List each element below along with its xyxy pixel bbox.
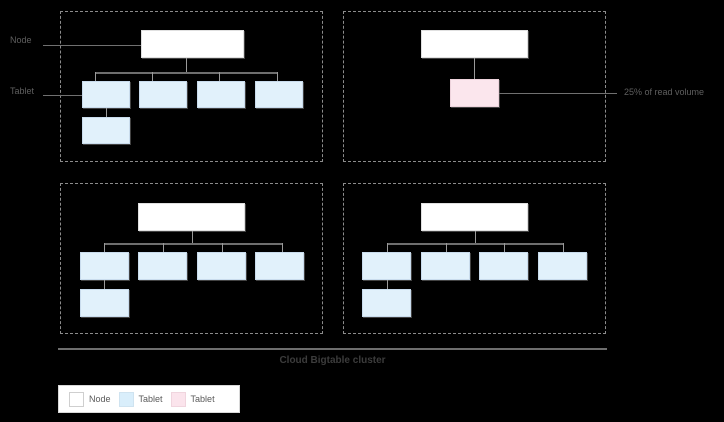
- cluster-caption: Cloud Bigtable cluster: [279, 355, 386, 366]
- legend-swatch-node: [69, 391, 84, 407]
- node-stem-bottom-right: [475, 231, 476, 244]
- tablet-stack-stem-bottom-left: [104, 280, 105, 290]
- tablet-drop-bottom-right-1: [387, 243, 388, 253]
- legend: Node Tablet Tablet: [58, 385, 240, 413]
- quadrant-bottom-left: [60, 183, 323, 334]
- tablet-box-top-left-4[interactable]: [255, 81, 303, 108]
- quadrant-top-right: [343, 11, 606, 162]
- tablet-box-bottom-right-4[interactable]: [538, 252, 587, 280]
- tablet-box-bottom-left-3[interactable]: [197, 252, 246, 280]
- hotspot-callout-label: 25% of read volume: [624, 87, 705, 97]
- tablet-stack-stem-top-left: [106, 108, 107, 118]
- node-callout-line: [43, 45, 141, 46]
- tablet-drop-bottom-left-3: [222, 243, 223, 253]
- tablet-box-bottom-left-4[interactable]: [255, 252, 304, 280]
- legend-swatch-tablet-pink: [170, 391, 186, 407]
- tablet-drop-bottom-left-1: [104, 243, 105, 253]
- tablet-drop-top-left-2: [152, 72, 153, 81]
- tablet-drop-bottom-right-3: [504, 243, 505, 253]
- tablet-drop-top-left-1: [95, 72, 96, 81]
- tablet-box-bottom-right-1[interactable]: [362, 252, 411, 280]
- tablet-callout-line: [43, 95, 83, 96]
- tablet-box-bottom-right-3[interactable]: [479, 252, 528, 280]
- tablet-box-bottom-right-5[interactable]: [362, 289, 411, 317]
- legend-entry-tablet-blue: Tablet: [118, 391, 163, 407]
- node-stem-top-left: [186, 58, 187, 73]
- tablet-bus-bottom-left-b: [192, 243, 283, 245]
- tablet-drop-bottom-left-4: [282, 243, 283, 253]
- tablet-box-top-right-hotspot[interactable]: [450, 79, 499, 107]
- tablet-bus-bottom-right: [387, 243, 563, 245]
- node-box-bottom-right[interactable]: [421, 203, 528, 231]
- quadrant-bottom-right: [343, 183, 606, 334]
- node-stem-bottom-left: [192, 231, 193, 244]
- legend-entry-tablet-pink: Tablet: [170, 391, 215, 407]
- legend-entry-node: Node: [69, 391, 111, 407]
- node-stem-top-right: [474, 58, 475, 80]
- legend-label-tablet-pink: Tablet: [190, 393, 215, 404]
- quadrant-top-left: [60, 11, 323, 162]
- tablet-drop-top-left-4: [277, 72, 278, 81]
- legend-label-node: Node: [89, 393, 111, 404]
- tablet-stack-stem-bottom-right: [387, 280, 388, 290]
- tablet-box-bottom-left-2[interactable]: [138, 252, 187, 280]
- tablet-drop-top-left-3: [219, 72, 220, 81]
- legend-label-tablet-blue: Tablet: [138, 393, 163, 404]
- node-box-top-right[interactable]: [421, 30, 528, 58]
- tablet-box-bottom-left-1[interactable]: [80, 252, 129, 280]
- tablet-bus-top-left: [95, 72, 277, 74]
- hotspot-callout-line: [499, 93, 617, 94]
- tablet-drop-bottom-left-2: [163, 243, 164, 253]
- tablet-box-bottom-right-2[interactable]: [421, 252, 470, 280]
- node-callout-label: Node: [10, 35, 32, 45]
- tablet-box-top-left-5[interactable]: [82, 117, 130, 144]
- tablet-callout-label: Tablet: [10, 86, 35, 96]
- node-box-bottom-left[interactable]: [138, 203, 245, 231]
- legend-swatch-tablet-blue: [118, 391, 134, 407]
- node-box-top-left[interactable]: [141, 30, 244, 58]
- tablet-box-top-left-2[interactable]: [139, 81, 187, 108]
- tablet-box-top-left-3[interactable]: [197, 81, 245, 108]
- tablet-drop-bottom-right-4: [563, 243, 564, 253]
- tablet-box-top-left-1[interactable]: [82, 81, 130, 108]
- tablet-box-bottom-left-5[interactable]: [80, 289, 129, 317]
- cluster-divider: [58, 348, 607, 350]
- tablet-drop-bottom-right-2: [446, 243, 447, 253]
